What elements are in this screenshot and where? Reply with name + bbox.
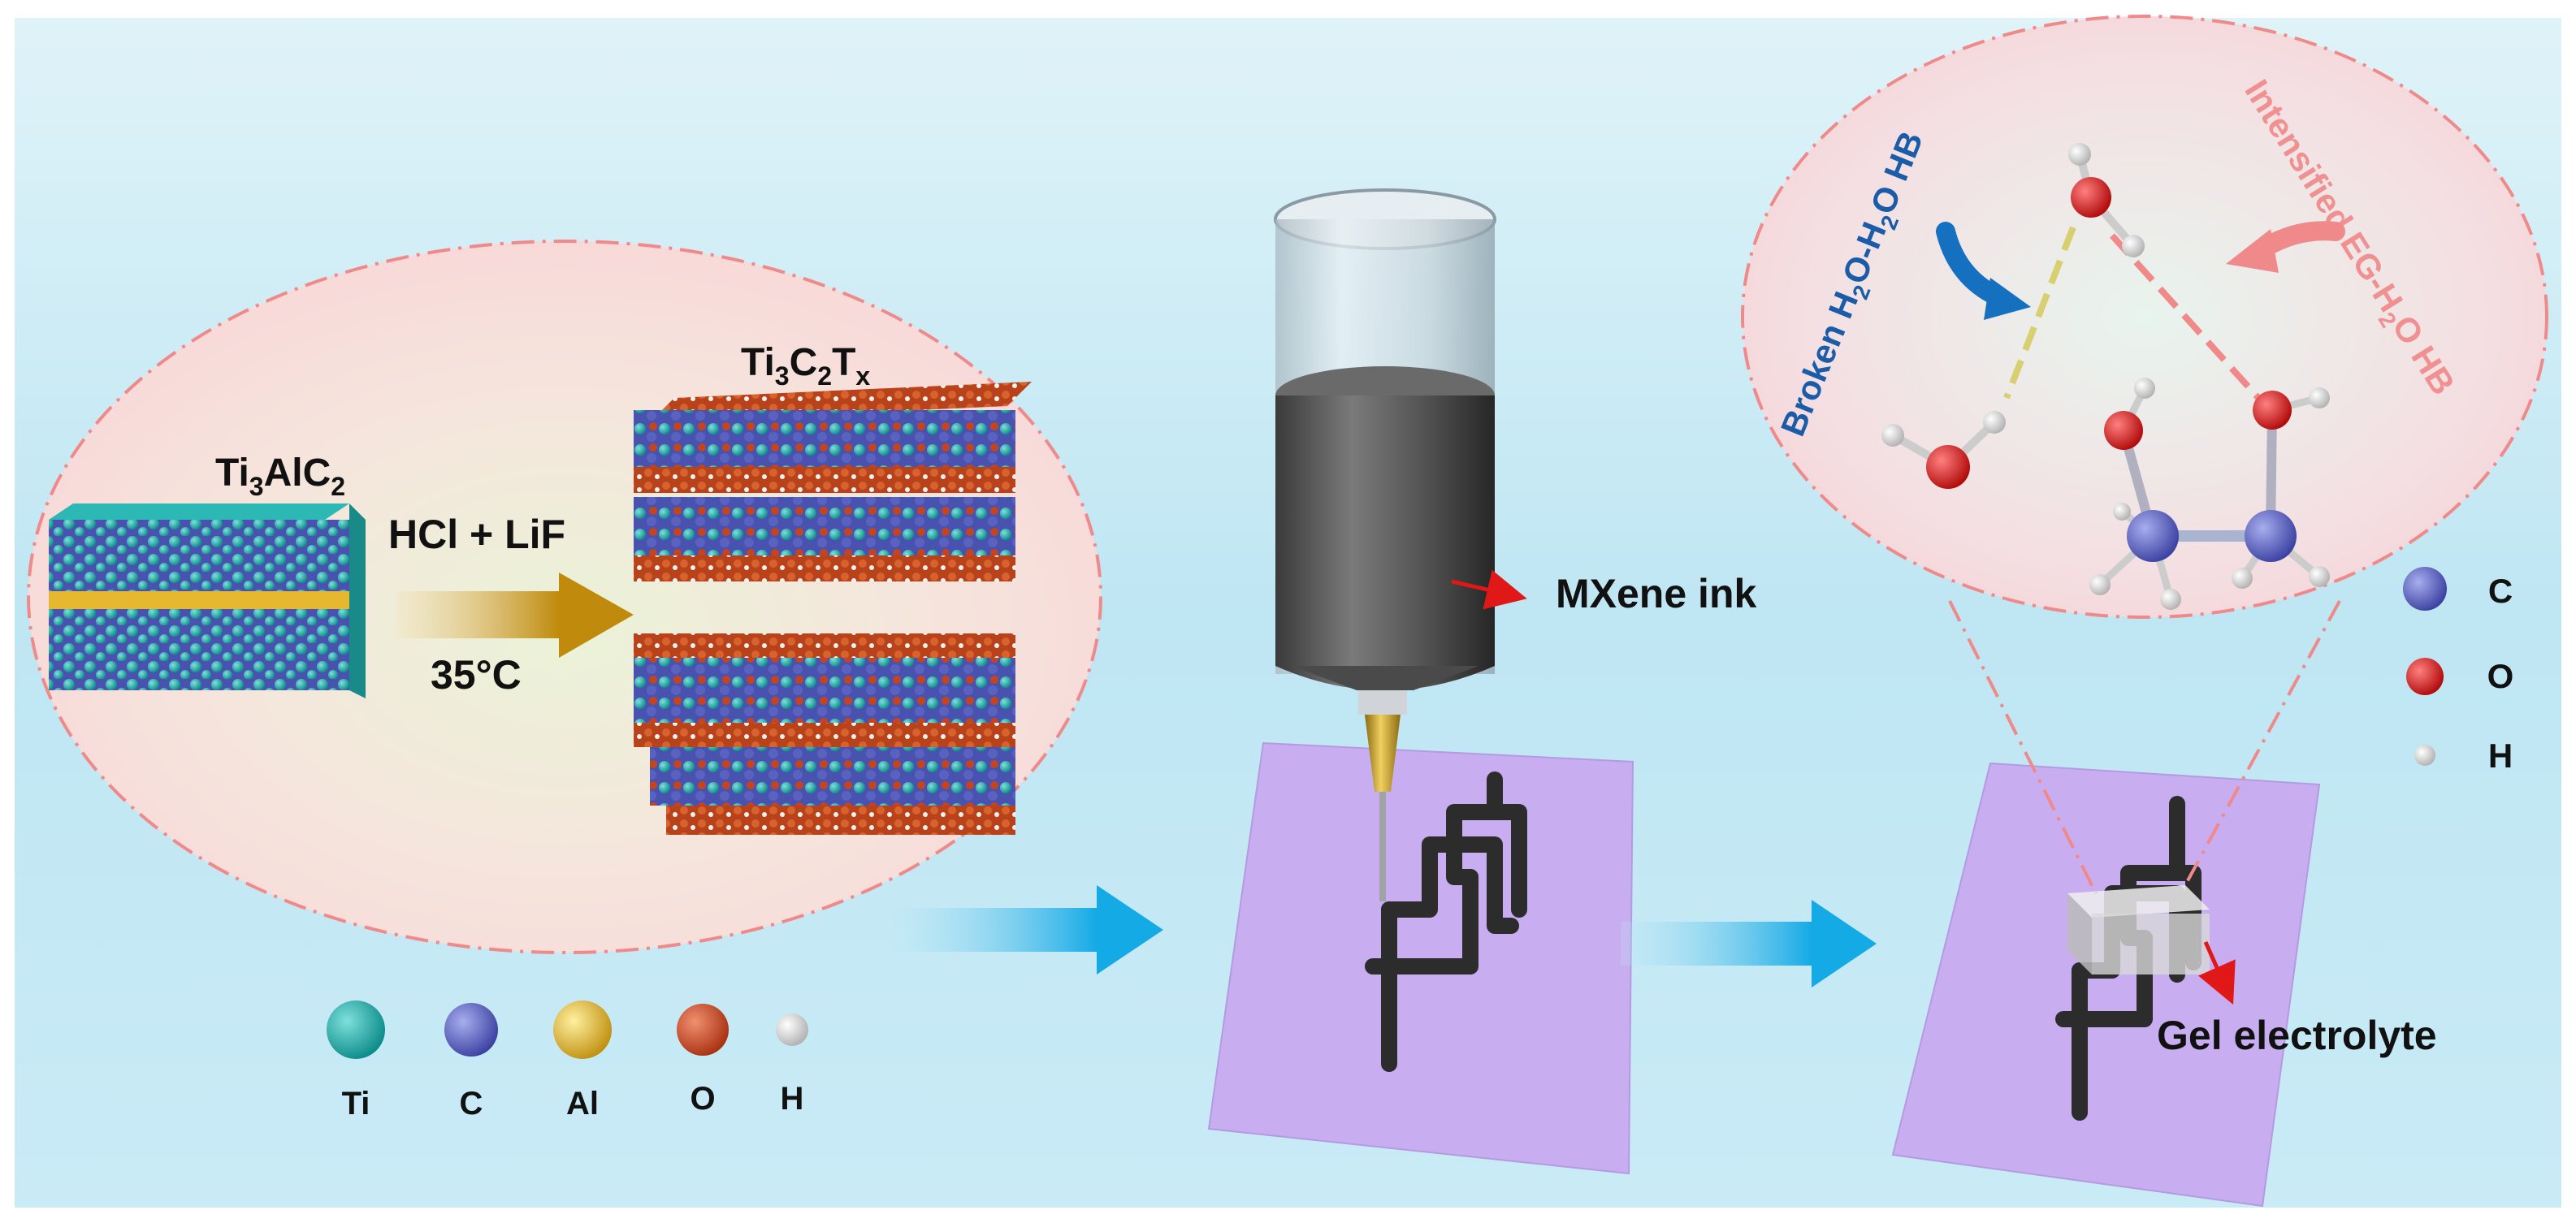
legend-right-o-ball (2406, 658, 2444, 695)
legend-right-h-label: H (2488, 737, 2513, 775)
legend-ti-ball (327, 1000, 385, 1059)
legend-al-ball (553, 1000, 612, 1059)
ink-label: MXene ink (1556, 571, 1756, 616)
atom-legend-right: C O H (2403, 567, 2513, 775)
zoom-line-left (1948, 600, 2098, 894)
water-molecule-top (2068, 143, 2145, 257)
broken-hb-arrowhead (1984, 278, 2031, 320)
etching-arrow (396, 573, 634, 658)
intensified-hb-arrowhead (2226, 229, 2279, 273)
legend-right-c-label: C (2488, 572, 2513, 610)
legend-c-ball (444, 1003, 498, 1057)
legend-o-ball (677, 1004, 729, 1056)
process-arrow-1 (894, 885, 1163, 975)
water-molecule-left (1881, 411, 2006, 489)
device-substrate (1891, 762, 2321, 1208)
gel-label: Gel electrolyte (2157, 1013, 2437, 1058)
gel-pointer (2197, 940, 2236, 1005)
water-bond-dashes (2003, 226, 2261, 400)
precursor-label: Ti3AlC2 (215, 452, 345, 501)
etchant-label: HCl + LiF (388, 512, 565, 557)
legend-h-label: H (781, 1081, 804, 1117)
temperature-label: 35°C (431, 652, 522, 698)
legend-ti-label: Ti (342, 1086, 370, 1121)
legend-o-label: O (690, 1081, 715, 1117)
ethylene-glycol-molecule (2089, 378, 2330, 610)
legend-al-label: Al (566, 1086, 599, 1121)
mxene-label: Ti3C2Tx (741, 341, 870, 391)
atom-legend-left: Ti C Al O H (327, 1000, 808, 1121)
zoom-line-right (2184, 600, 2341, 886)
ink-pointer (1451, 569, 1527, 610)
legend-right-o-label: O (2487, 657, 2514, 695)
mxene-layers (634, 382, 1032, 835)
printed-electrode-pattern (1365, 771, 1527, 1072)
max-phase-crystal (49, 503, 366, 698)
legend-right-h-ball (2414, 745, 2435, 766)
syringe (1274, 188, 1496, 901)
legend-h-ball (776, 1013, 808, 1046)
legend-right-c-ball (2403, 567, 2447, 611)
gel-electrolyte-block (2067, 885, 2210, 975)
legend-c-label: C (460, 1086, 483, 1121)
process-arrow-2 (1621, 900, 1877, 987)
